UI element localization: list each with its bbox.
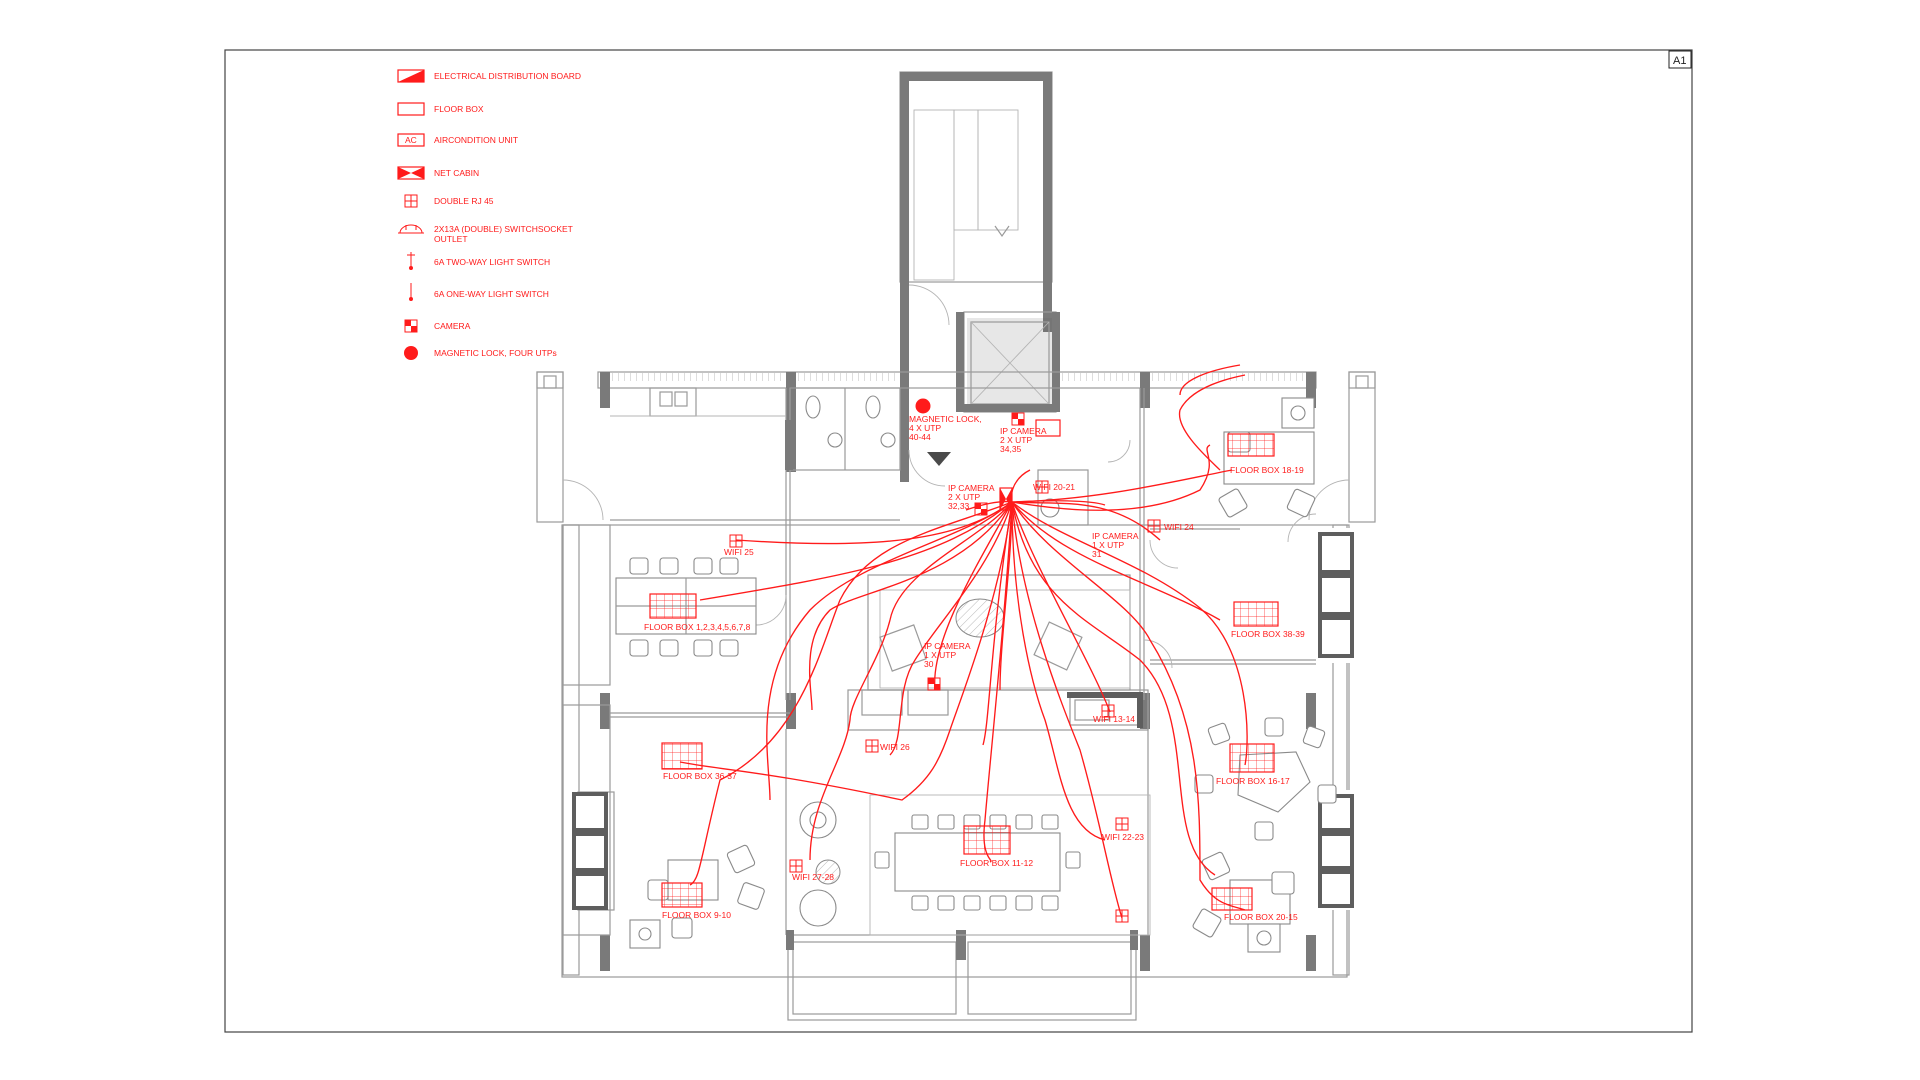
wifi-20-label: WIFI 20-21 [1033,482,1075,492]
floorbox-16-label: FLOOR BOX 16-17 [1216,776,1290,786]
floorbox-1-8-label: FLOOR BOX 1,2,3,4,5,6,7,8 [644,622,751,632]
floor-box-1-8 [649,593,697,619]
floorbox-20-label: FLOOR BOX 20-15 [1224,912,1298,922]
floorbox-11-label: FLOOR BOX 11-12 [960,858,1033,868]
legend-label-5: 2X13A (DOUBLE) SWITCHSOCKET [434,224,573,234]
floor-box-18-19 [1227,433,1275,457]
cam31-line1: IP CAMERA [1092,531,1139,541]
distribution-board-icon [397,69,425,83]
sheet-id: A1 [1673,55,1686,67]
floor-box-11-12 [963,825,1011,855]
net-cabin-icon [397,166,425,180]
floorbox-38-label: FLOOR BOX 38-39 [1231,629,1305,639]
sheet-border [224,49,1693,1033]
maglock-line3: 40-44 [909,432,931,442]
floor-box-icon [397,102,425,116]
wifi-22-label: WIFI 22-23 [1102,832,1144,842]
floorbox-9-label: FLOOR BOX 9-10 [662,910,731,920]
floor-box-9-10 [661,882,703,908]
magnetic-lock-device [915,398,931,414]
ac-unit-icon: AC [397,133,425,147]
furniture [615,397,1337,953]
maglock-line1: MAGNETIC LOCK, [909,414,982,424]
wifi-26-label: WIFI 26 [880,742,910,752]
legend-label-3: NET CABIN [434,168,479,178]
wifi-24-label: WIFI 24 [1164,522,1194,532]
cam32-line3: 32,33 [948,501,970,511]
camera-device-30 [927,677,941,691]
camera-device-34 [1011,412,1025,426]
floorbox-18-label: FLOOR BOX 18-19 [1230,465,1304,475]
net-cabin-device [999,487,1013,511]
one-way-switch-icon [409,283,413,301]
cam30-line1: IP CAMERA [924,641,971,651]
legend-label-7: 6A ONE-WAY LIGHT SWITCH [434,289,549,299]
cam31-line3: 31 [1092,549,1102,559]
camera-device-32 [974,502,988,516]
magnetic-lock-icon [404,346,418,360]
rack-box [1035,419,1061,437]
double-rj45-icon [404,194,418,208]
sheet-id-box [1668,50,1692,69]
legend-label-0: ELECTRICAL DISTRIBUTION BOARD [434,71,581,81]
legend-label-8: CAMERA [434,321,471,331]
legend-label-9: MAGNETIC LOCK, FOUR UTPs [434,348,557,358]
cam34-line1: IP CAMERA [1000,426,1047,436]
camera-icon [404,319,418,333]
annotations: MAGNETIC LOCK, 4 X UTP 40-44 IP CAMERA 2… [644,414,1305,922]
cam30-line3: 30 [924,659,934,669]
cam32-line2: 2 X UTP [948,492,980,502]
legend-label-5b: OUTLET [434,234,468,244]
building-plan [536,71,1376,1021]
floorbox-36-label: FLOOR BOX 36-37 [663,771,737,781]
legend-label-1: FLOOR BOX [434,104,484,114]
devices [649,398,1279,923]
two-way-switch-icon [407,252,415,270]
cable-runs [679,364,1248,919]
legend-label-2: AIRCONDITION UNIT [434,135,518,145]
cam34-line3: 34,35 [1000,444,1022,454]
wifi-13-label: WIFI 13-14 [1093,714,1135,724]
switch-socket-icon [398,224,424,234]
maglock-line2: 4 X UTP [909,423,941,433]
floor-box-16-17 [1229,743,1275,773]
cam30-line2: 1 X UTP [924,650,956,660]
floor-box-20-15 [1211,887,1253,911]
rj45-points [729,480,1161,923]
floor-box-38-39 [1233,601,1279,627]
cam34-line2: 2 X UTP [1000,435,1032,445]
ac-symbol-text: AC [405,135,417,145]
wifi-25-label: WIFI 25 [724,547,754,557]
wifi-27-label: WIFI 27-28 [792,872,834,882]
legend-label-6: 6A TWO-WAY LIGHT SWITCH [434,257,550,267]
cam32-line1: IP CAMERA [948,483,995,493]
cam31-line2: 1 X UTP [1092,540,1124,550]
legend-label-4: DOUBLE RJ 45 [434,196,494,206]
floor-box-36-37 [661,742,703,770]
legend: ELECTRICAL DISTRIBUTION BOARD FLOOR BOX … [397,69,581,360]
